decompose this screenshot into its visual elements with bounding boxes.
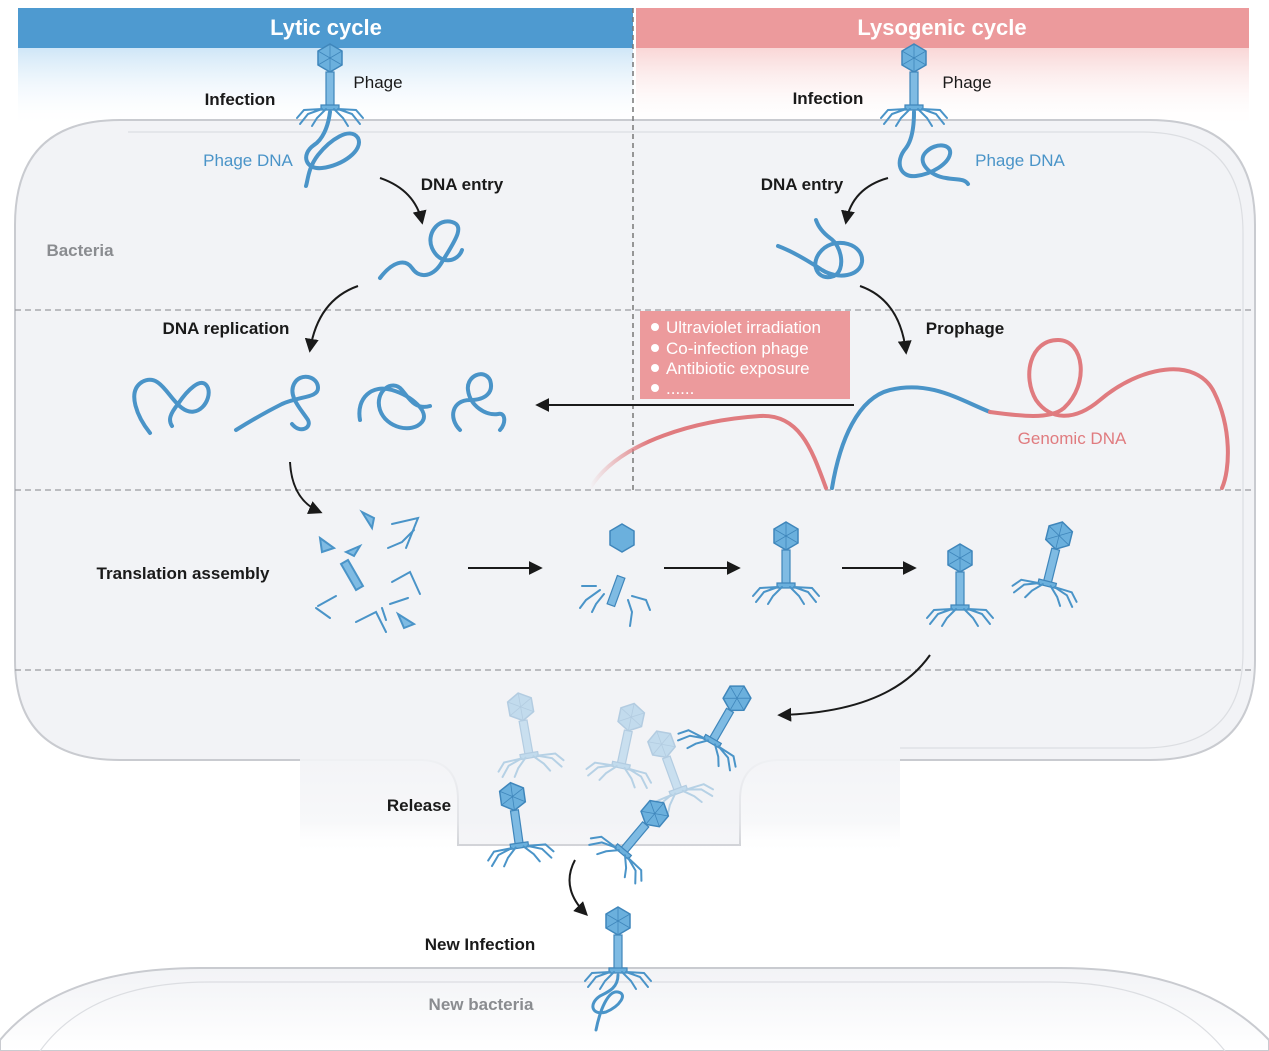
prophage-label: Prophage [926, 319, 1004, 338]
infection-label-lytic: Infection [205, 90, 276, 109]
phage-dna-label-lytic: Phage DNA [203, 151, 293, 170]
phage-dna-strand-lytic [304, 110, 361, 188]
trigger-item-3: Antibiotic exposure [666, 359, 810, 378]
integrated-prophage-dna [830, 385, 992, 490]
phage-dna-strand-lysogenic [897, 110, 970, 186]
bacteria-label: Bacteria [46, 241, 114, 260]
new-bacteria-label: New bacteria [429, 995, 534, 1014]
genomic-dna-left-segment [588, 413, 828, 490]
lysogenic-header-bar [636, 8, 1249, 48]
translation-assembly-label: Translation assembly [97, 564, 270, 583]
genomic-dna-right-segment [988, 337, 1230, 490]
new-infection-dna [591, 973, 624, 1032]
phage-label-lysogenic: Phage [942, 73, 991, 92]
replicated-dna-3 [357, 383, 432, 431]
induction-trigger-box [640, 311, 850, 399]
trigger-item-2: Co-infection phage [666, 339, 809, 358]
trigger-item-4: ...... [666, 379, 694, 398]
arrow-prophage [859, 285, 912, 355]
lysogenic-header-title: Lysogenic cycle [857, 15, 1026, 40]
arrow-to-release [777, 654, 931, 722]
arrow-new-infection [568, 859, 588, 916]
new-infection-label: New Infection [425, 935, 536, 954]
phage-label-lytic: Phage [353, 73, 402, 92]
replicated-dna-1 [132, 377, 211, 435]
entered-dna-lytic [378, 219, 464, 280]
entered-dna-lysogenic [776, 218, 865, 280]
trigger-bullet-1 [651, 323, 659, 331]
arrow-to-translation [289, 461, 323, 515]
dna-entry-label-lysogenic: DNA entry [761, 175, 844, 194]
replicated-dna-group [132, 372, 507, 435]
new-bacteria-cell [0, 967, 1269, 1051]
bacteria-cell-inner-wall [128, 131, 1244, 749]
release-label: Release [387, 796, 451, 815]
infection-label-lysogenic: Infection [793, 89, 864, 108]
trigger-bullet-3 [651, 364, 659, 372]
phage-parts-fragments [315, 509, 421, 633]
genomic-dna-label: Genomic DNA [1018, 429, 1127, 448]
trigger-bullet-2 [651, 344, 659, 352]
new-bacteria-inner-wall [39, 981, 1226, 1051]
replicated-dna-4 [451, 372, 507, 432]
dna-entry-label-lytic: DNA entry [421, 175, 504, 194]
phage-partial-assembly [579, 523, 651, 627]
arrow-dna-entry-lysogenic [841, 177, 889, 225]
arrow-dna-entry-lytic [379, 177, 427, 225]
trigger-item-1: Ultraviolet irradiation [666, 318, 821, 337]
arrow-dna-replication [304, 285, 359, 353]
phage-dna-label-lysogenic: Phage DNA [975, 151, 1065, 170]
lysogenic-header-glow [636, 48, 1249, 128]
dna-replication-label: DNA replication [163, 319, 290, 338]
bacteria-cell [14, 119, 1256, 846]
lytic-header-bar [18, 8, 633, 48]
trigger-bullet-4 [651, 384, 659, 392]
lytic-header-title: Lytic cycle [270, 15, 382, 40]
replicated-dna-2 [234, 374, 321, 432]
